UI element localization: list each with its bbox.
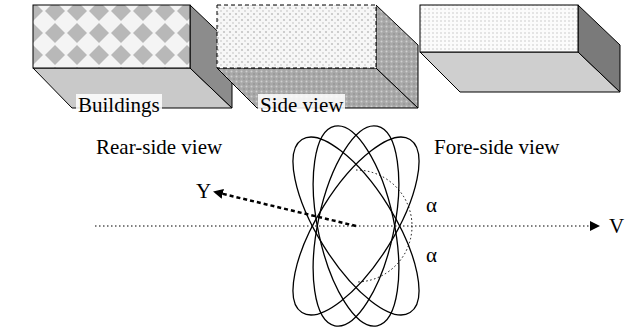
building-box (33, 5, 232, 108)
angle-label: α (424, 194, 439, 217)
velocity-axis (95, 226, 598, 227)
caption-label: Side view (258, 94, 345, 117)
angle-label: α (424, 244, 439, 267)
y-axis-arrow (215, 192, 356, 226)
axis-label: Y (194, 180, 213, 203)
view-label: Fore-side view (432, 136, 561, 159)
angle-arcs (356, 170, 412, 282)
fore-side-box (420, 5, 620, 92)
side-view-box (217, 5, 418, 108)
view-label: Rear-side view (94, 136, 224, 159)
caption-label: Buildings (76, 94, 162, 117)
axis-label: V (607, 215, 626, 238)
